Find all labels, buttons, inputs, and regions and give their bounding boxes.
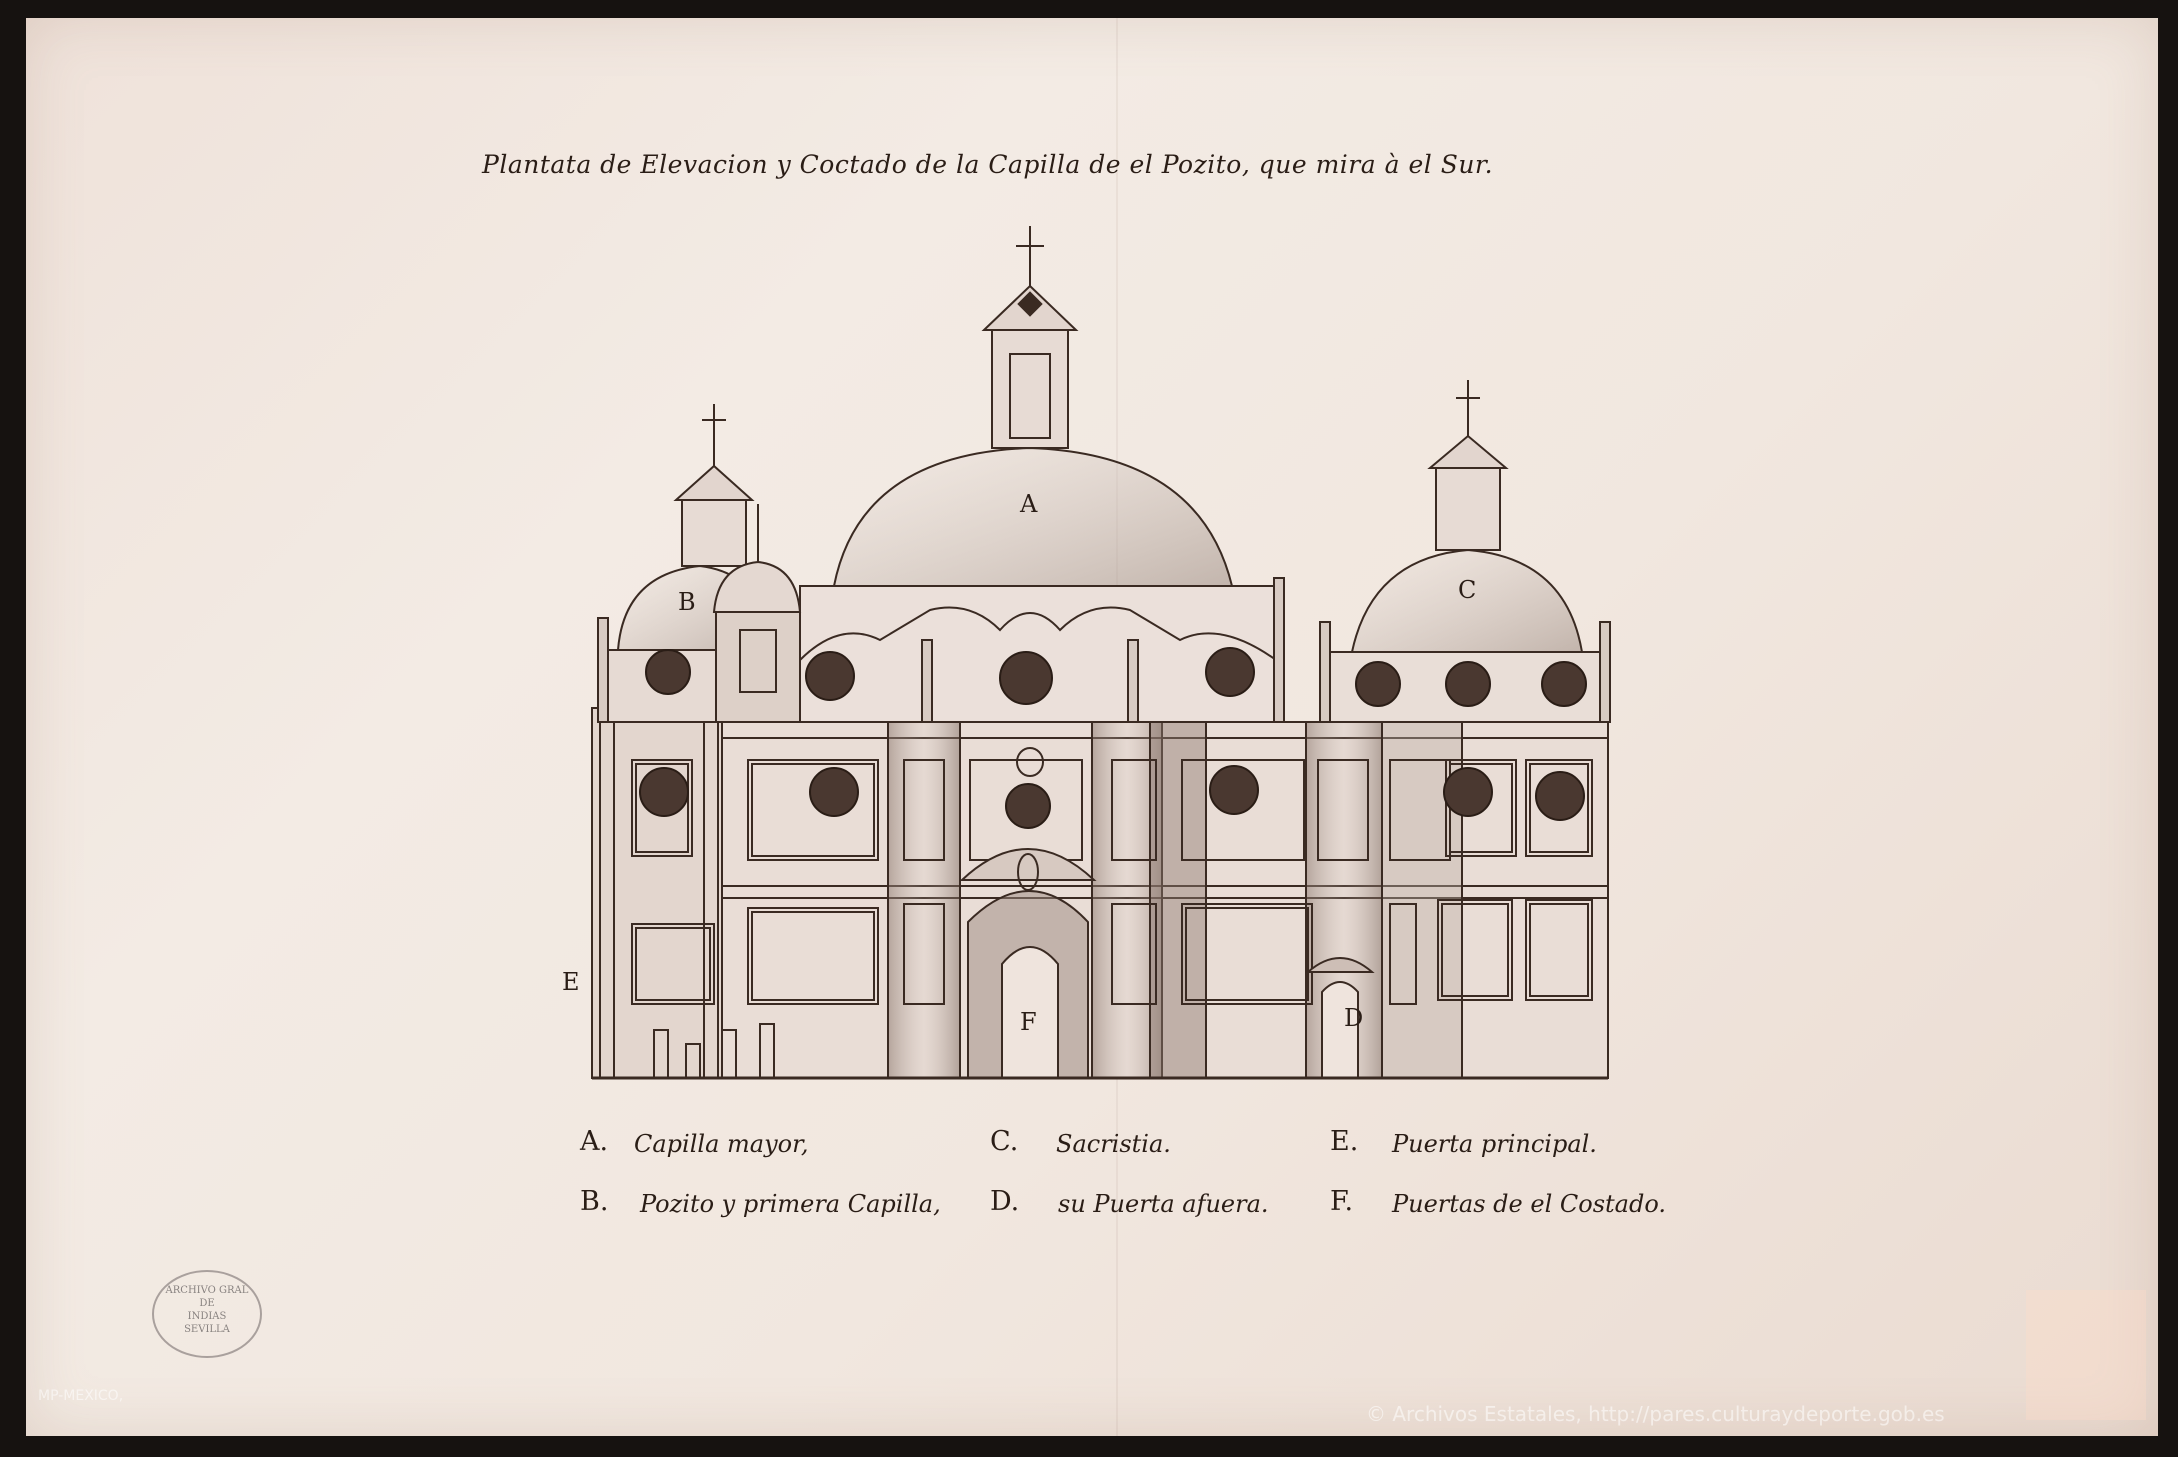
legend-letter: A. (580, 1126, 609, 1157)
legend-text: Capilla mayor, (634, 1130, 809, 1158)
label-C: C (1458, 576, 1476, 604)
legend-letter: B. (580, 1186, 609, 1217)
label-E: E (562, 968, 580, 996)
legend-text: Puertas de el Costado. (1392, 1190, 1666, 1218)
label-B: B (678, 588, 696, 616)
label-F: F (1020, 1008, 1037, 1036)
legend-text: Puerta principal. (1392, 1130, 1597, 1158)
legend-letter: C. (990, 1126, 1019, 1157)
legend-letter: F. (1330, 1186, 1354, 1217)
legend-text: Pozito y primera Capilla, (640, 1190, 941, 1218)
copyright-watermark: © Archivos Estatales, http://pares.cultu… (1366, 1402, 1945, 1426)
label-D: D (1344, 1004, 1363, 1032)
catalog-signature: MP-MEXICO, (38, 1388, 124, 1404)
legend-letter: E. (1330, 1126, 1359, 1157)
label-A: A (1019, 490, 1038, 518)
drawing-title: Plantata de Elevacion y Coctado de la Ca… (482, 150, 1494, 179)
archive-logo-watermark (2026, 1290, 2146, 1420)
legend-text: su Puerta afuera. (1058, 1190, 1269, 1218)
legend-letter: D. (990, 1186, 1020, 1217)
archive-stamp: ARCHIVO GRAL DE INDIAS SEVILLA (152, 1270, 262, 1358)
legend-text: Sacristia. (1056, 1130, 1171, 1158)
